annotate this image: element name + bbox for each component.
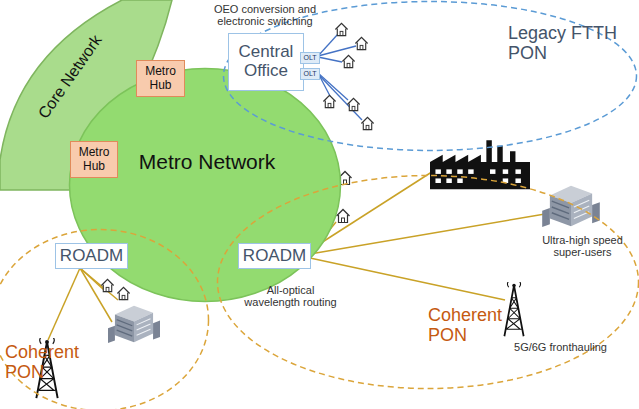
box-label: Metro Hub (140, 65, 181, 91)
region-label: All-optical wavelength routing (238, 284, 343, 308)
box-label: ROADM (60, 247, 123, 266)
coherent-pon-region-outline (216, 174, 639, 390)
region-label: Coherent PON (428, 306, 528, 346)
region-label: Coherent PON (5, 343, 95, 383)
region-label: OEO conversion and electronic switching (200, 3, 330, 27)
box-label: Metro Hub (74, 146, 114, 172)
roadm-box: ROADM (55, 243, 128, 269)
olt-box: OLT (300, 52, 320, 64)
region-label: Metro Network (122, 150, 292, 173)
coherent-pon-region: All-optical wavelength routing Ultra-high… (216, 174, 639, 390)
metro-hub-box: Metro Hub (136, 60, 185, 97)
central-office-box: Central OfficeOLTOLT (228, 33, 304, 91)
metro-hub-box: Metro Hub (70, 141, 118, 178)
olt-box: OLT (300, 68, 320, 80)
box-label: Central Office (232, 43, 300, 80)
box-label: OLT (303, 70, 316, 78)
region-label: Legacy FTTH PON (508, 24, 633, 64)
roadm-box: ROADM (238, 243, 311, 269)
region-label: Ultra-high speed super-users (530, 234, 635, 258)
box-label: OLT (303, 54, 316, 62)
legacy-pon-region: OEO conversion and electronic switchingL… (222, 0, 638, 152)
coherent-pon-region: Coherent PON ROADM (0, 228, 210, 409)
region-label: 5G/6G fronthauling (498, 341, 623, 353)
box-label: ROADM (243, 247, 306, 266)
